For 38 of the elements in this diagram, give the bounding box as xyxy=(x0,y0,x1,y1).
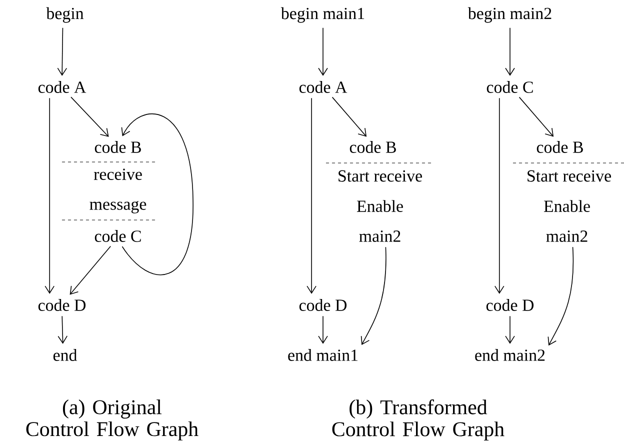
arrow xyxy=(121,114,194,276)
arrow xyxy=(70,96,109,137)
node-label: begin main1 xyxy=(280,7,364,23)
arrow xyxy=(306,98,316,294)
arrow xyxy=(505,28,515,76)
node-label: code B xyxy=(94,141,141,153)
node-label: Start receive xyxy=(528,170,611,182)
node-label: code B xyxy=(350,141,396,153)
caption: (a) Original Control Flow Graph xyxy=(26,400,198,440)
arrow xyxy=(518,96,554,137)
arrow xyxy=(360,246,386,345)
node-label: Enable main2 xyxy=(544,200,590,242)
arrow xyxy=(332,96,367,137)
arrow xyxy=(57,28,68,76)
arrow xyxy=(494,98,504,294)
node-label: end main2 xyxy=(475,349,545,361)
node-label: end main1 xyxy=(288,349,358,361)
node-label: code D xyxy=(299,299,347,311)
node-label: code D xyxy=(38,299,86,311)
arrow xyxy=(548,246,574,346)
arrow xyxy=(44,98,54,294)
node-label: begin xyxy=(46,7,84,23)
node-label: Enable main2 xyxy=(356,200,403,242)
node-label: code B xyxy=(536,141,583,153)
arrow xyxy=(318,28,328,76)
node-label: Start receive xyxy=(338,170,422,182)
arrow xyxy=(58,316,68,344)
caption: (b) Transformed Control Flow Graph xyxy=(332,399,504,441)
node-label: code C xyxy=(94,230,141,242)
arrow xyxy=(318,316,328,344)
node-label: code D xyxy=(486,299,534,311)
arrow xyxy=(70,246,111,295)
node-label: code C xyxy=(486,81,533,93)
node-label: begin main2 xyxy=(468,7,552,23)
node-label: code A xyxy=(299,81,348,93)
node-label: code A xyxy=(38,81,86,93)
arrow xyxy=(505,316,515,344)
node-label: end xyxy=(53,349,78,361)
